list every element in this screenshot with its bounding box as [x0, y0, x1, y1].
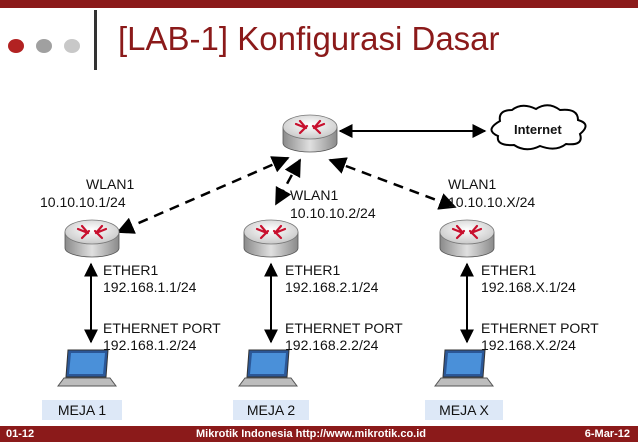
wireless-link-1	[116, 156, 290, 234]
router-icon-3	[439, 219, 495, 258]
laptop-icon-2	[238, 349, 298, 387]
wireless-link-3	[328, 157, 457, 210]
router-3-ether-ip: 192.168.X.1/24	[481, 279, 576, 295]
laptop-icon-3	[434, 349, 494, 387]
router-icon-1	[64, 219, 120, 258]
page-title: [LAB-1] Konfigurasi Dasar	[118, 20, 500, 57]
footer-slide-number: 01-12	[6, 428, 35, 440]
router-1-port-name: ETHERNET PORT	[103, 320, 221, 336]
meja-1-label: MEJA 1	[42, 400, 122, 420]
meja-2-label: MEJA 2	[233, 400, 309, 420]
router-3-port-name: ETHERNET PORT	[481, 320, 599, 336]
internet-label: Internet	[514, 122, 562, 137]
router-3-port-ip: 192.168.X.2/24	[481, 337, 576, 353]
footer-credit: Mikrotik Indonesia http://www.mikrotik.c…	[196, 428, 427, 440]
laptop-icon-1	[57, 349, 117, 387]
router-2-port-ip: 192.168.2.2/24	[285, 337, 379, 353]
cloud-icon	[490, 104, 587, 151]
router-2-wlan-name: WLAN1	[290, 187, 339, 203]
router-2-ether-ip: 192.168.2.1/24	[285, 279, 379, 295]
router-icon-core	[282, 114, 338, 153]
router-icon-2	[243, 219, 299, 258]
router-3-wlan-ip: 10.10.10.X/24	[448, 194, 536, 210]
router-2-port-name: ETHERNET PORT	[285, 320, 403, 336]
router-2-ether-name: ETHER1	[285, 262, 341, 278]
router-1-ether-name: ETHER1	[103, 262, 159, 278]
router-1-ether-ip: 192.168.1.1/24	[103, 279, 197, 295]
router-1-wlan-name: WLAN1	[86, 176, 135, 192]
footer-bar: 01-12 Mikrotik Indonesia http://www.mikr…	[0, 426, 638, 442]
top-bar	[0, 0, 638, 8]
meja-3-label: MEJA X	[425, 400, 503, 420]
bullet-dot-gray	[36, 39, 52, 53]
router-1-port-ip: 192.168.1.2/24	[103, 337, 197, 353]
title-divider	[94, 10, 97, 70]
router-2-wlan-ip: 10.10.10.2/24	[290, 205, 376, 221]
bullet-dot-red	[8, 39, 24, 53]
bullet-dot-light	[64, 39, 80, 53]
router-3-ether-name: ETHER1	[481, 262, 537, 278]
wireless-link-2	[274, 158, 302, 206]
footer-date: 6-Mar-12	[584, 428, 630, 440]
router-1-wlan-ip: 10.10.10.1/24	[40, 194, 126, 210]
router-3-wlan-name: WLAN1	[448, 176, 497, 192]
